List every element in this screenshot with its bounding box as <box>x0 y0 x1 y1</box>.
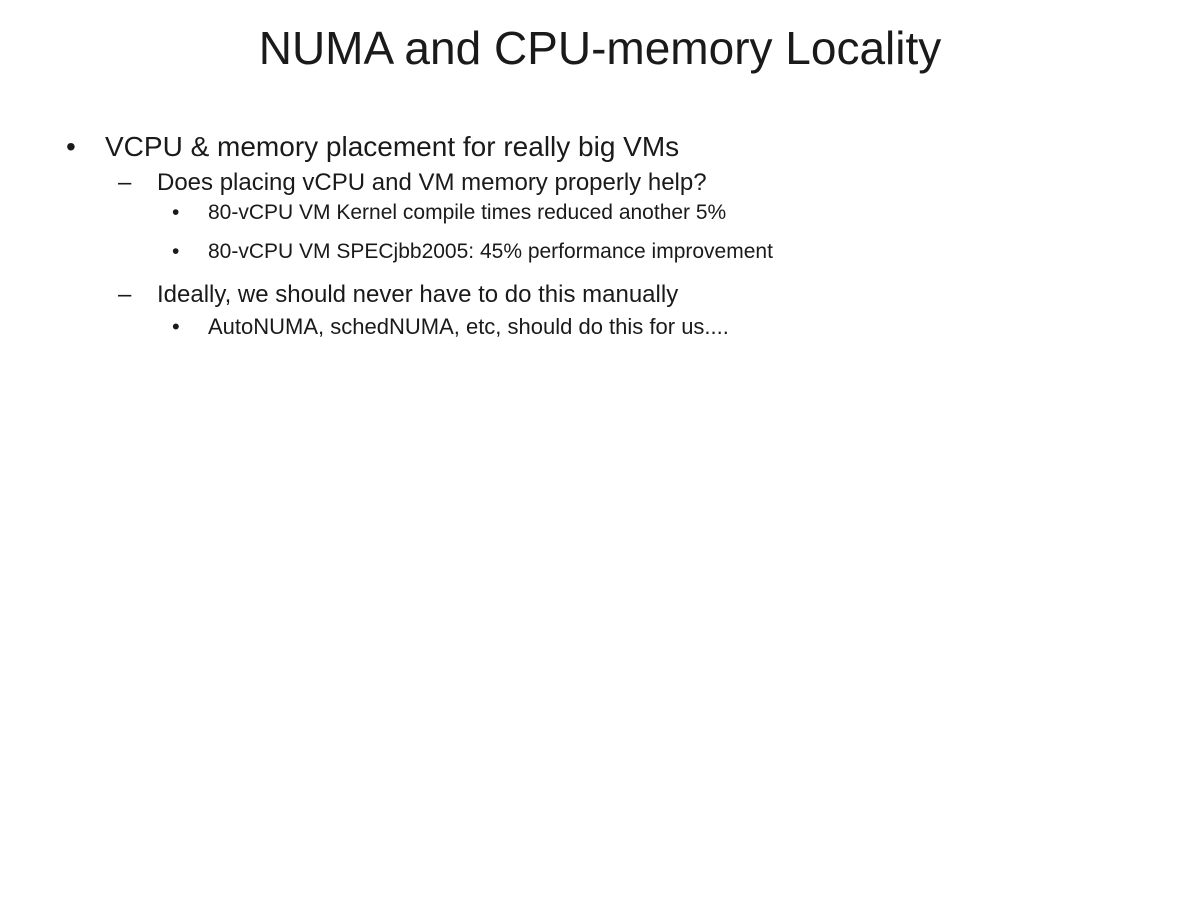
bullet-marker: • <box>172 240 180 263</box>
bullet-text: 80-vCPU VM SPECjbb2005: 45% performance … <box>208 240 773 263</box>
bullet-marker: • <box>172 201 180 224</box>
bullet-text: 80-vCPU VM Kernel compile times reduced … <box>208 201 727 224</box>
dash-marker: – <box>118 169 132 196</box>
bullet-marker: • <box>172 314 180 339</box>
bullet-text: AutoNUMA, schedNUMA, etc, should do this… <box>208 314 729 339</box>
bullet-text: VCPU & memory placement for really big V… <box>105 131 680 162</box>
bullet-text: Ideally, we should never have to do this… <box>157 281 679 308</box>
dash-marker: – <box>118 281 132 308</box>
bullet-text: Does placing vCPU and VM memory properly… <box>157 169 707 196</box>
bullet-marker: • <box>66 131 76 162</box>
slide-title: NUMA and CPU-memory Locality <box>258 22 942 74</box>
